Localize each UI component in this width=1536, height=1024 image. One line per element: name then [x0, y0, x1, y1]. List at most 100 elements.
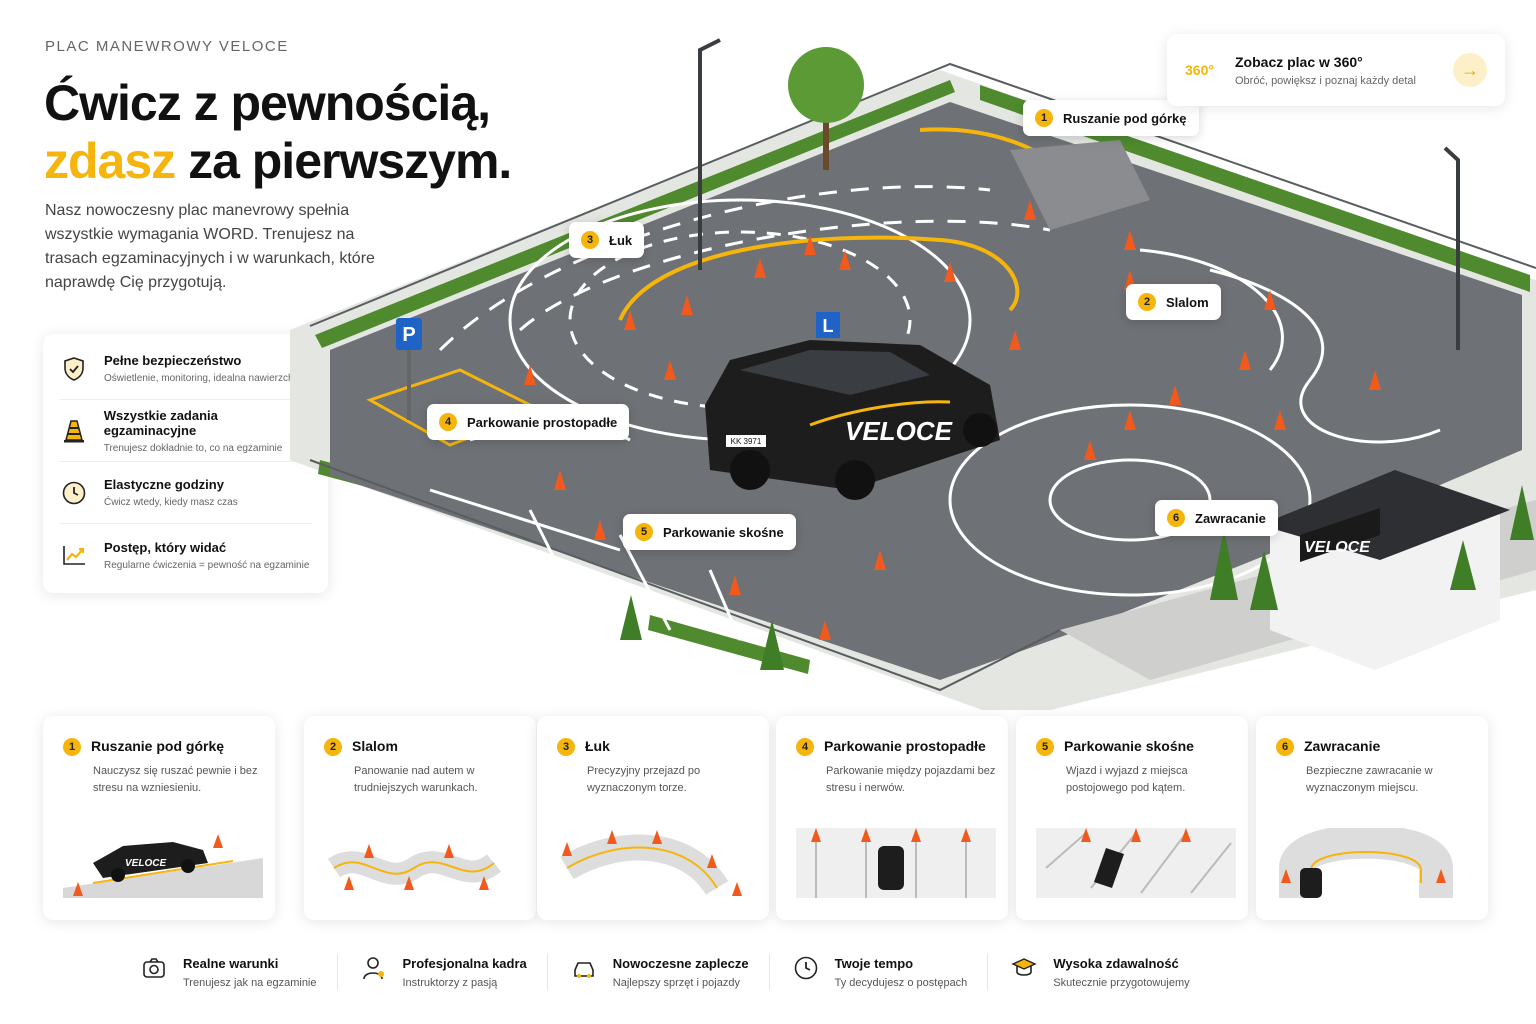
- task-number: 5: [1036, 738, 1054, 756]
- task-desc: Nauczysz się ruszać pewnie i bez stresu …: [93, 765, 258, 794]
- traffic-cone-icon: [59, 416, 89, 446]
- tour-title: Zobacz plac w 360°: [1235, 53, 1363, 70]
- headline-accent: zdasz: [44, 133, 176, 189]
- tour-subtitle: Obróć, powiększ i poznaj każdy detal: [1235, 74, 1416, 87]
- task-card-u-turn[interactable]: 6 Zawracanie Bezpieczne zawracanie w wyzn…: [1256, 716, 1488, 920]
- fence-front: [309, 459, 1061, 692]
- map-tag-number: 3: [581, 231, 599, 249]
- headline-line-2: zdasz za pierwszym.: [44, 132, 512, 190]
- task-card-uphill[interactable]: 1 Ruszanie pod górkę Nauczysz się ruszać …: [43, 716, 275, 920]
- l-sign-text: L: [823, 316, 834, 336]
- car-service-icon: [570, 954, 598, 982]
- fence-back: [309, 62, 1536, 327]
- map-tag-number: 1: [1035, 109, 1053, 127]
- benefit-desc: Ty decydujesz o postępach: [834, 977, 968, 989]
- uphill-illustration: VELOCE: [63, 834, 263, 898]
- divider: [546, 954, 548, 990]
- feature-desc: Ćwicz wtedy, kiedy masz czas: [104, 497, 238, 508]
- map-tag-angled-parking[interactable]: 5 Parkowanie skośne: [623, 514, 796, 550]
- benefit-title: Realne warunki: [183, 956, 279, 971]
- eyebrow: PLAC MANEWROWY VELOCE: [45, 38, 289, 55]
- chart-up-icon: [59, 540, 89, 570]
- divider: [336, 954, 338, 990]
- perpendicular-parking-illustration: [796, 828, 996, 898]
- feature-desc: Regularne ćwiczenia = pewność na egzamin…: [104, 559, 310, 571]
- feature-desc: Trenujesz dokładnie to, co na egzaminie: [103, 442, 283, 454]
- benefit-title: Nowoczesne zaplecze: [612, 956, 749, 971]
- arc-line-yellow: [618, 235, 1020, 321]
- map-tag-arc[interactable]: 3 Łuk: [569, 222, 645, 258]
- map-tag-label: Łuk: [609, 232, 633, 248]
- feature-title: Postęp, który widać: [104, 539, 227, 555]
- page-title: Ćwicz z pewnością, zdasz za pierwszym.: [44, 74, 512, 190]
- task-number: 1: [63, 738, 81, 756]
- traffic-cones: [524, 200, 1381, 640]
- benefit-title: Profesjonalna kadra: [402, 956, 527, 971]
- map-tag-number: 6: [1167, 509, 1185, 527]
- camera-icon: [140, 954, 168, 982]
- training-car: VELOCE KK 3971 L: [705, 312, 1000, 500]
- building-sign-text: VELOCE: [1304, 539, 1371, 556]
- task-card-perpendicular-parking[interactable]: 4 Parkowanie prostopadłe Parkowanie międz…: [776, 716, 1008, 920]
- headline-rest: za pierwszym.: [175, 133, 512, 189]
- divider: [768, 954, 770, 990]
- benefit-desc: Instruktorzy z pasją: [402, 977, 498, 989]
- clock-icon: [59, 478, 89, 508]
- task-desc: Panowanie nad autem w trudniejszych waru…: [354, 765, 478, 794]
- benefit-pace: Twoje tempo Ty decydujesz o postępach: [792, 950, 988, 1000]
- angled-parking-illustration: [1036, 828, 1236, 898]
- uphill-ramp: [1010, 140, 1150, 230]
- u-turn-illustration: [1279, 828, 1453, 898]
- map-tag-number: 5: [635, 523, 653, 541]
- map-tag-label: Zawracanie: [1195, 510, 1266, 526]
- benefit-desc: Najlepszy sprzęt i pojazdy: [612, 977, 740, 989]
- feature-title: Wszystkie zadania egzaminacyjne: [103, 407, 218, 438]
- task-desc: Wjazd i wyjazd z miejsca postojowego pod…: [1066, 765, 1188, 794]
- benefit-title: Twoje tempo: [834, 956, 914, 971]
- benefit-desc: Skutecznie przygotowujemy: [1053, 977, 1190, 989]
- intro-text: Nasz nowoczesny plac manevrowy spełnia w…: [45, 202, 375, 291]
- lamp-posts: [698, 38, 1460, 350]
- task-number: 6: [1276, 738, 1294, 756]
- hedge-back-right: [980, 85, 1530, 292]
- task-number: 4: [796, 738, 814, 756]
- office-building: VELOCE: [1260, 470, 1510, 670]
- benefit-desc: Trenujesz jak na egzaminie: [183, 977, 317, 989]
- map-tag-u-turn[interactable]: 6 Zawracanie: [1155, 500, 1278, 536]
- map-tag-label: Parkowanie skośne: [663, 524, 784, 540]
- task-title: Parkowanie prostopadłe: [824, 738, 986, 754]
- arrow-right-icon[interactable]: →: [1453, 53, 1487, 87]
- instructor-icon: [360, 954, 388, 982]
- task-cards: 1 Ruszanie pod górkę Nauczysz się ruszać …: [43, 716, 1493, 920]
- task-desc: Parkowanie między pojazdami bez stresu i…: [826, 765, 996, 794]
- task-number: 3: [557, 738, 575, 756]
- parking-sign: P: [396, 318, 422, 420]
- benefit-title: Wysoka zdawalność: [1053, 956, 1179, 971]
- task-title: Slalom: [352, 738, 398, 754]
- p-sign-text: P: [402, 324, 415, 346]
- clock-icon: [792, 954, 820, 982]
- feature-title: Pełne bezpieczeństwo: [104, 353, 242, 368]
- car-brand-text: VELOCE: [845, 416, 953, 446]
- task-title: Ruszanie pod górkę: [91, 738, 225, 754]
- task-title: Zawracanie: [1304, 738, 1381, 754]
- task-desc: Bezpieczne zawracanie w wyznaczonym miej…: [1306, 765, 1433, 794]
- task-title: Łuk: [585, 738, 610, 754]
- map-tag-number: 2: [1138, 293, 1156, 311]
- tour-360-card[interactable]: 360° Zobacz plac w 360° Obróć, powiększ …: [1167, 34, 1505, 106]
- car-plate-text: KK 3971: [731, 437, 762, 446]
